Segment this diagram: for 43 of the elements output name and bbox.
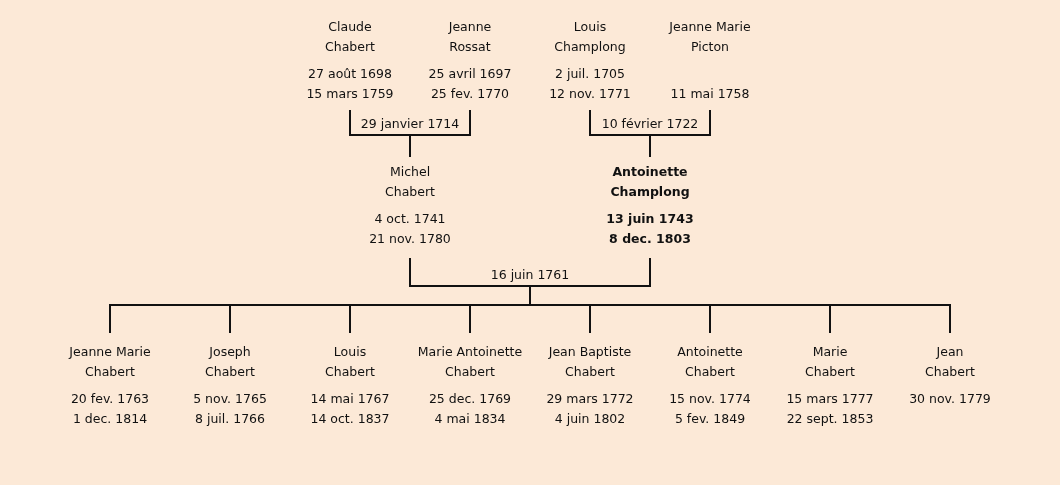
death-date: 25 fev. 1770	[430, 85, 510, 103]
death-date: 4 mai 1834	[434, 410, 506, 428]
person-name: Marie Chabert	[804, 343, 856, 381]
birth-date: 5 nov. 1765	[193, 390, 267, 408]
death-date: 15 mars 1759	[306, 85, 394, 103]
birth-date: 2 juil. 1705	[555, 65, 625, 83]
person-name: Claude Chabert	[324, 18, 376, 56]
death-date: 12 nov. 1771	[549, 85, 631, 103]
person-name: Marie Antoinette Chabert	[416, 343, 524, 381]
death-date: 11 mai 1758	[670, 85, 750, 103]
family-line	[649, 109, 711, 158]
birth-date: 15 nov. 1774	[669, 390, 751, 408]
family-line	[409, 109, 471, 158]
death-date: 14 oct. 1837	[310, 410, 390, 428]
death-date: 4 juin 1802	[554, 410, 626, 428]
birth-date: 20 fev. 1763	[70, 390, 150, 408]
person-name: Jean Baptiste Chabert	[547, 343, 633, 381]
family-line	[529, 257, 951, 334]
person-name: Michel Chabert	[384, 163, 436, 201]
birth-date: 15 mars 1777	[786, 390, 874, 408]
death-date: 8 dec. 1803	[609, 230, 691, 248]
birth-date: 14 mai 1767	[310, 390, 390, 408]
person-name: Jeanne Marie Chabert	[67, 343, 152, 381]
person-name: Jeanne Rossat	[447, 18, 493, 56]
person-name: Jeanne Marie Picton	[667, 18, 752, 56]
person-name: Antoinette Chabert	[676, 343, 744, 381]
birth-date: 13 juin 1743	[606, 210, 694, 228]
person-name: Jean Chabert	[924, 343, 976, 381]
death-date: 8 juil. 1766	[195, 410, 265, 428]
birth-date: 25 avril 1697	[428, 65, 512, 83]
birth-date: 30 nov. 1779	[909, 390, 991, 408]
death-date: 1 dec. 1814	[72, 410, 148, 428]
person-name: Antoinette Champlong	[609, 163, 691, 201]
person-name: Louis Champlong	[553, 18, 627, 56]
person-name: Joseph Chabert	[204, 343, 256, 381]
death-date: 22 sept. 1853	[786, 410, 874, 428]
death-date: 5 fev. 1849	[674, 410, 746, 428]
death-date: 21 nov. 1780	[369, 230, 451, 248]
birth-date: 25 dec. 1769	[428, 390, 512, 408]
birth-date: 29 mars 1772	[546, 390, 634, 408]
birth-date: 27 août 1698	[308, 65, 392, 83]
birth-date: 4 oct. 1741	[374, 210, 446, 228]
person-name: Louis Chabert	[324, 343, 376, 381]
